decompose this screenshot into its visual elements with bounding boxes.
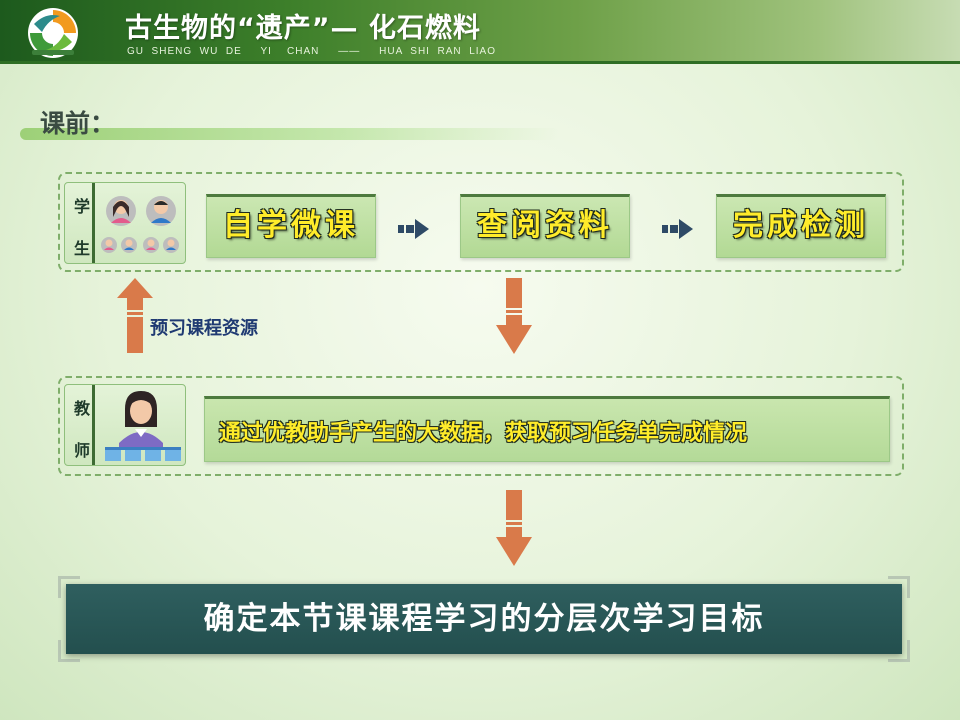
page-title: 古生物的“遗产”— 化石燃料 (125, 13, 481, 44)
teacher-icon (105, 391, 181, 461)
preview-resources-label: 预习课程资源 (150, 318, 258, 339)
step-complete-test-label: 完成检测 (733, 208, 869, 243)
step-research: 查阅资料 (460, 194, 630, 258)
goal-box: 确定本节课课程学习的分层次学习目标 (66, 584, 902, 654)
arrow-right-icon (662, 219, 693, 239)
section-underline (20, 128, 560, 140)
step-research-label: 查阅资料 (477, 208, 613, 243)
step-self-study: 自学微课 (206, 194, 376, 258)
teacher-card: 教 师 (64, 384, 186, 466)
title-pinyin: GU SHENG WU DE YI CHAN —— HUA SHI RAN LI… (127, 46, 496, 57)
goal-frame (58, 576, 910, 662)
teacher-tag-top: 教 (74, 399, 91, 418)
teacher-info-text: 通过优教助手产生的大数据，获取预习任务单完成情况 (219, 421, 748, 446)
arrow-down-icon (496, 490, 532, 566)
header-bar: 古生物的“遗产”— 化石燃料 GU SHENG WU DE YI CHAN ——… (0, 0, 960, 64)
logo-icon (28, 8, 78, 58)
arrow-up-icon (117, 278, 153, 353)
teacher-tag: 教 师 (65, 385, 95, 465)
section-label: 课前： (40, 109, 116, 138)
student-tag-bottom: 生 (74, 239, 91, 258)
student-row-box (58, 172, 904, 272)
teacher-row-box (58, 376, 904, 476)
goal-text: 确定本节课课程学习的分层次学习目标 (203, 601, 765, 637)
student-tag: 学 生 (65, 183, 95, 263)
step-complete-test: 完成检测 (716, 194, 886, 258)
arrow-right-icon (398, 219, 429, 239)
arrow-down-icon (496, 278, 532, 354)
teacher-info-bar: 通过优教助手产生的大数据，获取预习任务单完成情况 (204, 396, 890, 462)
students-icon (101, 196, 179, 253)
teacher-tag-bottom: 师 (74, 441, 91, 460)
student-card: 学 生 (64, 182, 186, 264)
step-self-study-label: 自学微课 (223, 208, 359, 243)
student-tag-top: 学 (74, 197, 91, 216)
